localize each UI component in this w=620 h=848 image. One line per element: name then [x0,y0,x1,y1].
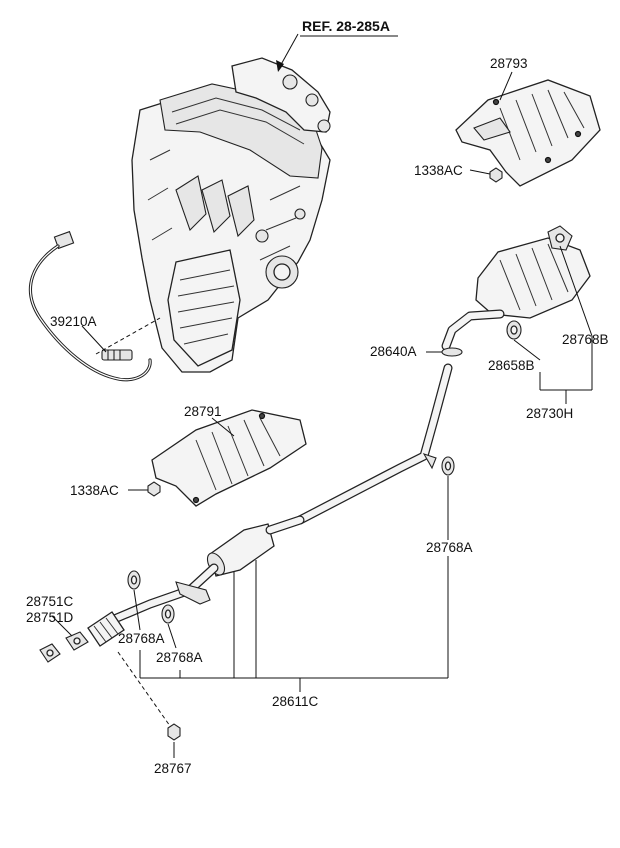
label-28768b[interactable]: 28768B [562,332,609,347]
heat-shield-28793-drawing [455,79,601,187]
label-1338ac-top[interactable]: 1338AC [414,163,463,178]
label-39210a[interactable]: 39210A [50,314,97,329]
label-28768a-left2[interactable]: 28768A [156,650,203,665]
label-28793[interactable]: 28793 [490,56,528,71]
engine-assembly-drawing [131,33,331,373]
label-28768a-left1[interactable]: 28768A [118,631,165,646]
oxygen-sensor-39210a-drawing [28,230,161,382]
center-pipe-28611c-drawing [39,363,455,741]
ref-label[interactable]: REF. 28-285A [302,18,390,34]
part-labels: REF. 28-285A 28793 1338AC 39210A 28640A … [26,18,609,776]
label-1338ac-mid[interactable]: 1338AC [70,483,119,498]
label-28611c[interactable]: 28611C [272,694,319,709]
label-28640a[interactable]: 28640A [370,344,417,359]
label-28730h[interactable]: 28730H [526,406,573,421]
heat-shield-28791-drawing [147,409,307,507]
label-28791[interactable]: 28791 [184,404,222,419]
label-28767[interactable]: 28767 [154,761,192,776]
rear-muffler-drawing [441,225,591,357]
label-28658b[interactable]: 28658B [488,358,535,373]
label-28768a-right[interactable]: 28768A [426,540,473,555]
label-28751d[interactable]: 28751D [26,610,74,625]
leader-lines [51,35,593,758]
label-28751c[interactable]: 28751C [26,594,74,609]
